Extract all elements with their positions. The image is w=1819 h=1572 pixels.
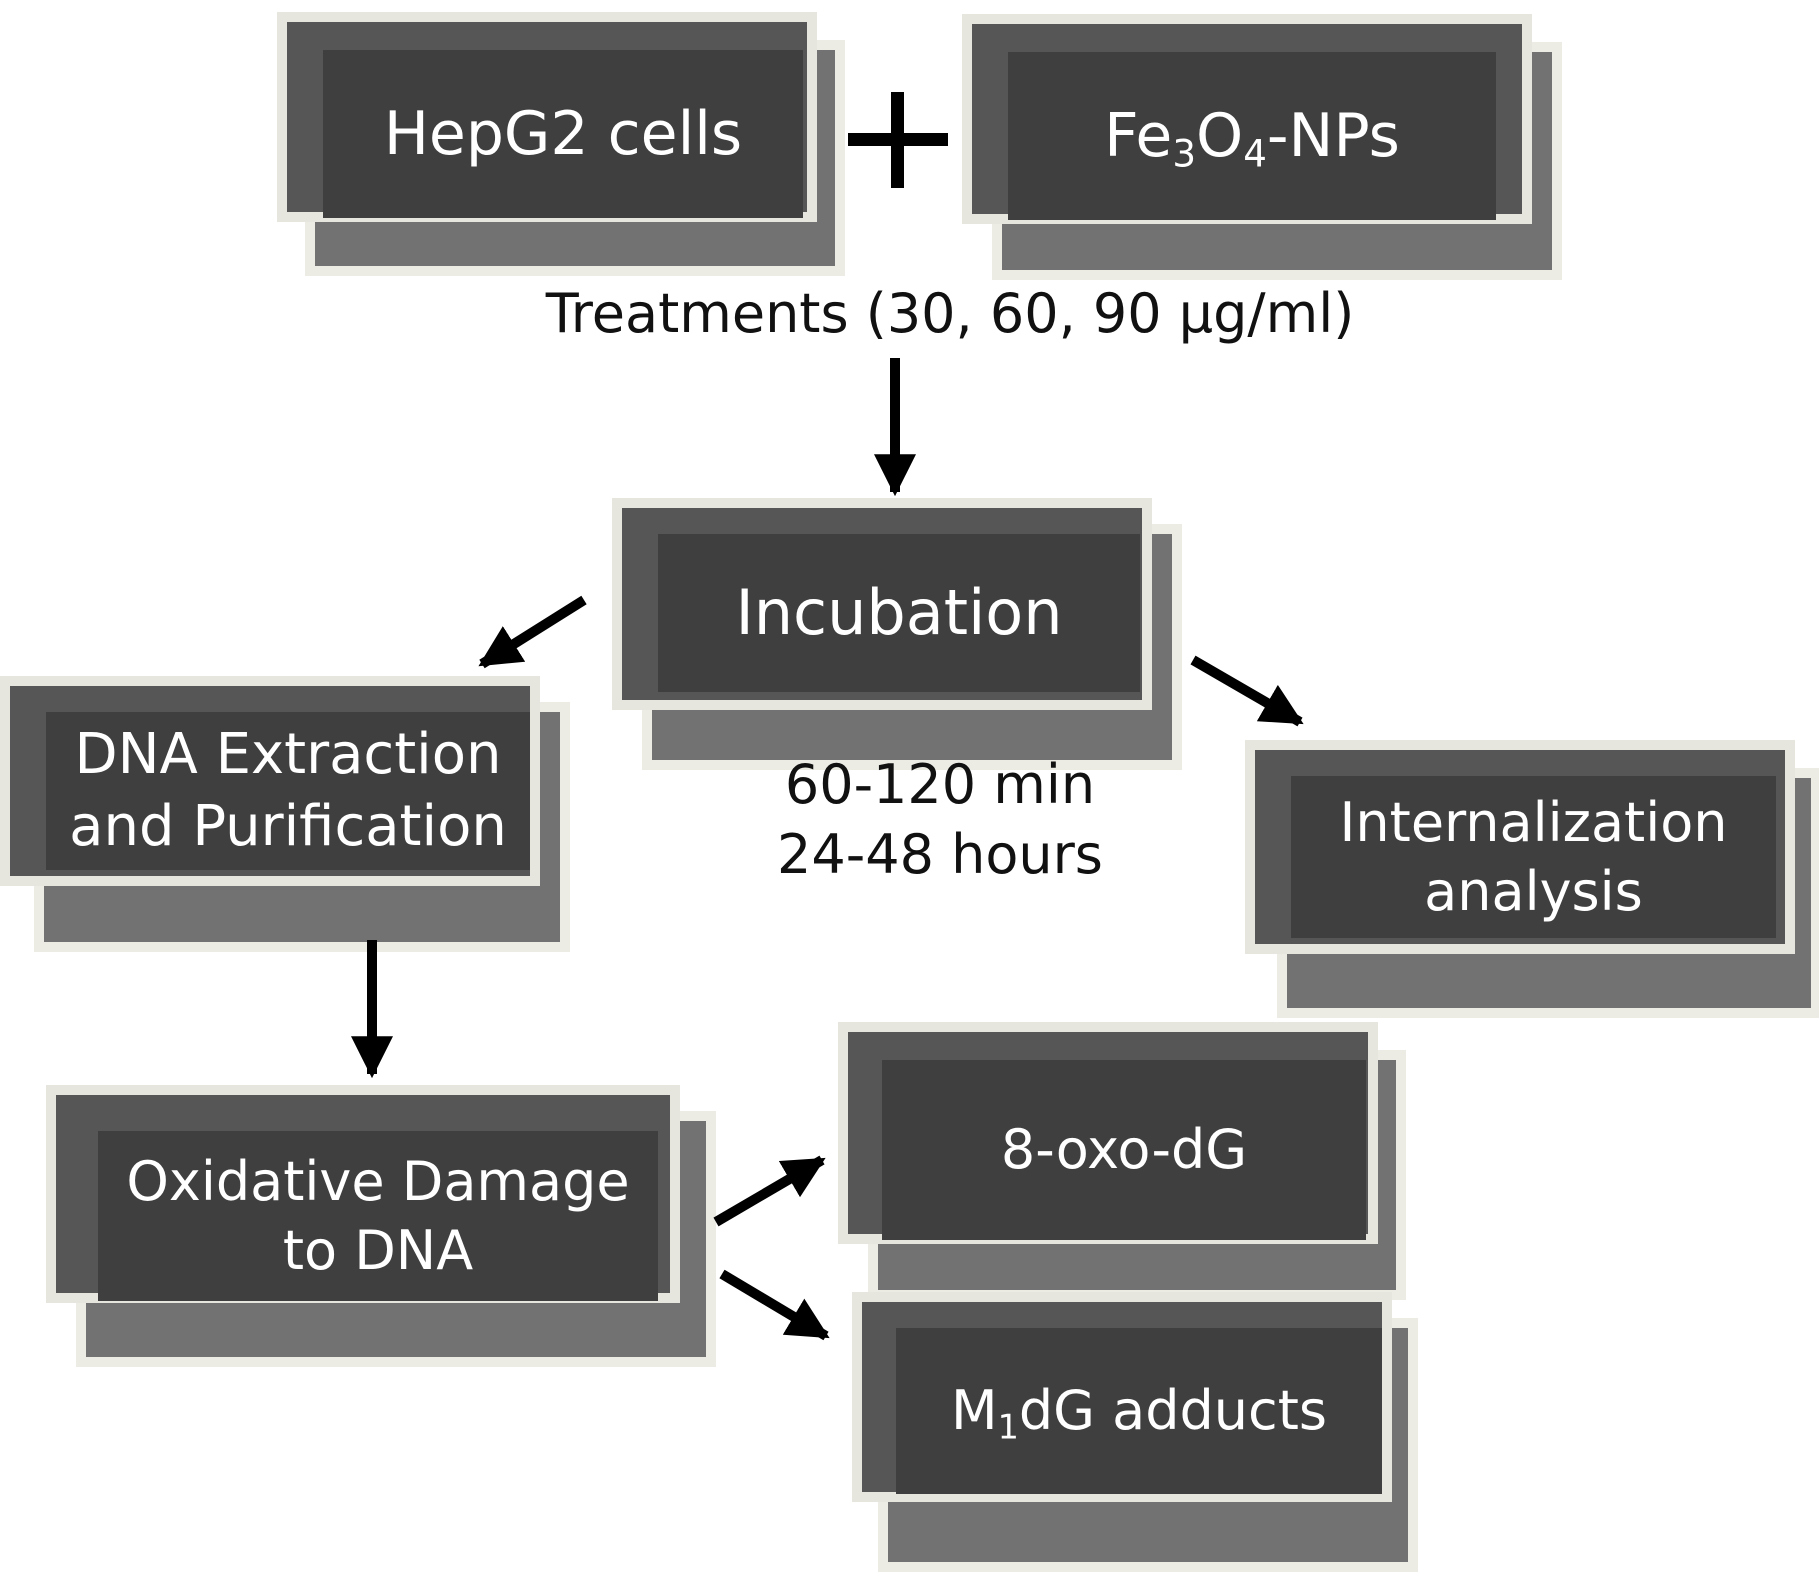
hepg2-label: HepG2 cells (383, 98, 743, 169)
dna-extraction-label-line1: DNA Extraction (74, 722, 502, 788)
internalization-box: Internalization analysis (1291, 776, 1776, 938)
treatments-caption: Treatments (30, 60, 90 µg/ml) (545, 282, 1355, 345)
internalization-label: Internalization analysis (1340, 788, 1728, 926)
arrow-oxidative-to-oxo-dg (713, 1155, 826, 1227)
dna-extraction-label: DNA Extraction and Purification (69, 719, 507, 862)
dna-extraction-box: DNA Extraction and Purification (46, 712, 530, 870)
fe3o4-label: Fe3O4-NPs (1104, 98, 1400, 175)
internalization-label-line1: Internalization (1339, 790, 1728, 854)
m1dg-box: M1dG adducts (896, 1328, 1382, 1494)
fe3o4-label-sub3: 3 (1172, 131, 1196, 175)
incubation-time-minutes: 60-120 min (784, 753, 1096, 816)
incubation-label: Incubation (735, 576, 1063, 650)
oxidative-label-line1: Oxidative Damage (126, 1149, 630, 1213)
fe3o4-label-o: O (1196, 100, 1244, 171)
m1dg-label: M1dG adducts (951, 1376, 1327, 1445)
hepg2-box: HepG2 cells (323, 50, 803, 218)
incubation-box: Incubation (658, 534, 1140, 692)
oxo-dg-label: 8-oxo-dG (1000, 1118, 1248, 1182)
oxidative-box: Oxidative Damage to DNA (98, 1131, 658, 1301)
fe3o4-label-sub4: 4 (1243, 131, 1267, 175)
oxidative-label: Oxidative Damage to DNA (126, 1147, 629, 1285)
arrow-oxidative-to-m1dg (719, 1269, 830, 1341)
arrow-incubation-to-internalization (1190, 655, 1304, 727)
dna-extraction-label-line2: and Purification (69, 794, 507, 859)
internalization-label-line2: analysis (1424, 860, 1643, 923)
oxo-dg-box: 8-oxo-dG (882, 1060, 1366, 1240)
fe3o4-label-fe: Fe (1104, 100, 1173, 171)
m1dg-label-sub1: 1 (997, 1407, 1019, 1447)
m1dg-label-m: M (950, 1379, 998, 1443)
fe3o4-label-nps: -NPs (1266, 100, 1400, 171)
m1dg-label-adducts: dG adducts (1018, 1379, 1328, 1443)
arrow-incubation-to-dna-extraction (478, 595, 587, 669)
fe3o4-box: Fe3O4-NPs (1008, 52, 1496, 220)
plus-icon (848, 92, 948, 192)
incubation-time-hours: 24-48 hours (777, 823, 1103, 886)
oxidative-label-line2: to DNA (282, 1219, 474, 1282)
